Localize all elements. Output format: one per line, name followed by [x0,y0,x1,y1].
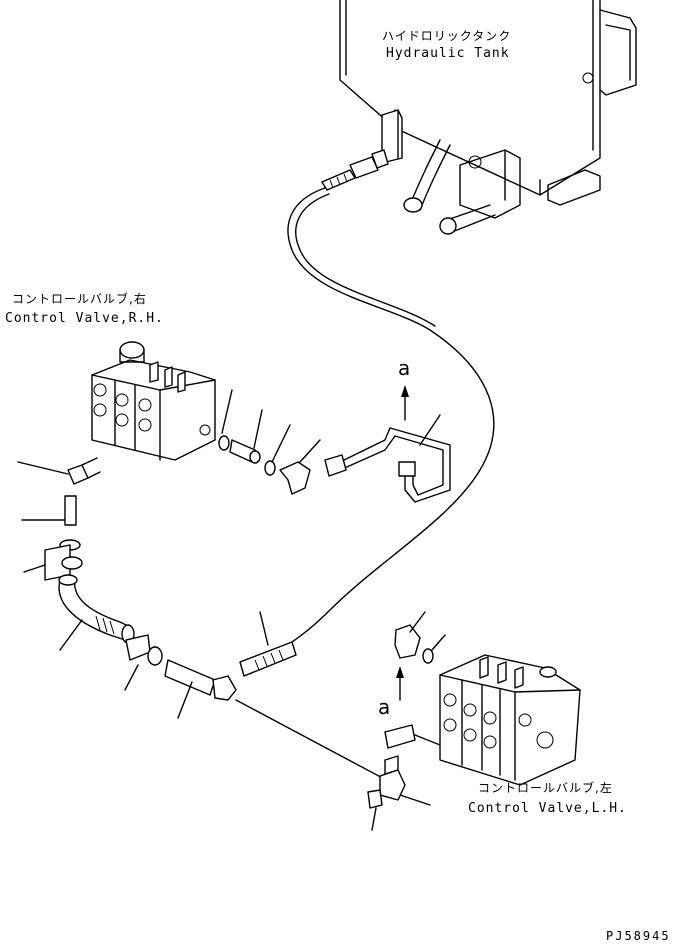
rh-fittings [218,389,321,495]
left-drain-assembly [17,457,237,719]
tank-label-jp: ハイドロリックタンク [382,29,511,43]
return-hose [269,187,495,656]
view-arrow-a-bottom [396,666,404,701]
lh-fittings [367,724,441,831]
tank-hose-fitting [321,149,389,191]
connecting-line [235,699,391,783]
lower-hose [239,611,297,677]
valve-lh-label-jp: コントロールバルブ,左 [478,780,613,795]
bent-pipe [324,414,451,503]
valve-rh-label-en: Control Valve,R.H. [5,311,164,326]
valve-lh-label-en: Control Valve,L.H. [468,801,627,816]
lh-elbow [394,611,446,664]
view-a-label-top: a [398,356,410,380]
drawing-code: PJ58945 [606,929,671,943]
view-a-label-bottom: a [378,695,390,719]
hydraulic-tank [339,0,637,235]
tank-label-en: Hydraulic Tank [386,46,510,61]
view-arrow-a-top [401,385,409,421]
valve-rh-label-jp: コントロールバルブ,右 [12,291,147,306]
control-valve-rh [91,341,216,461]
control-valve-lh [439,654,581,786]
